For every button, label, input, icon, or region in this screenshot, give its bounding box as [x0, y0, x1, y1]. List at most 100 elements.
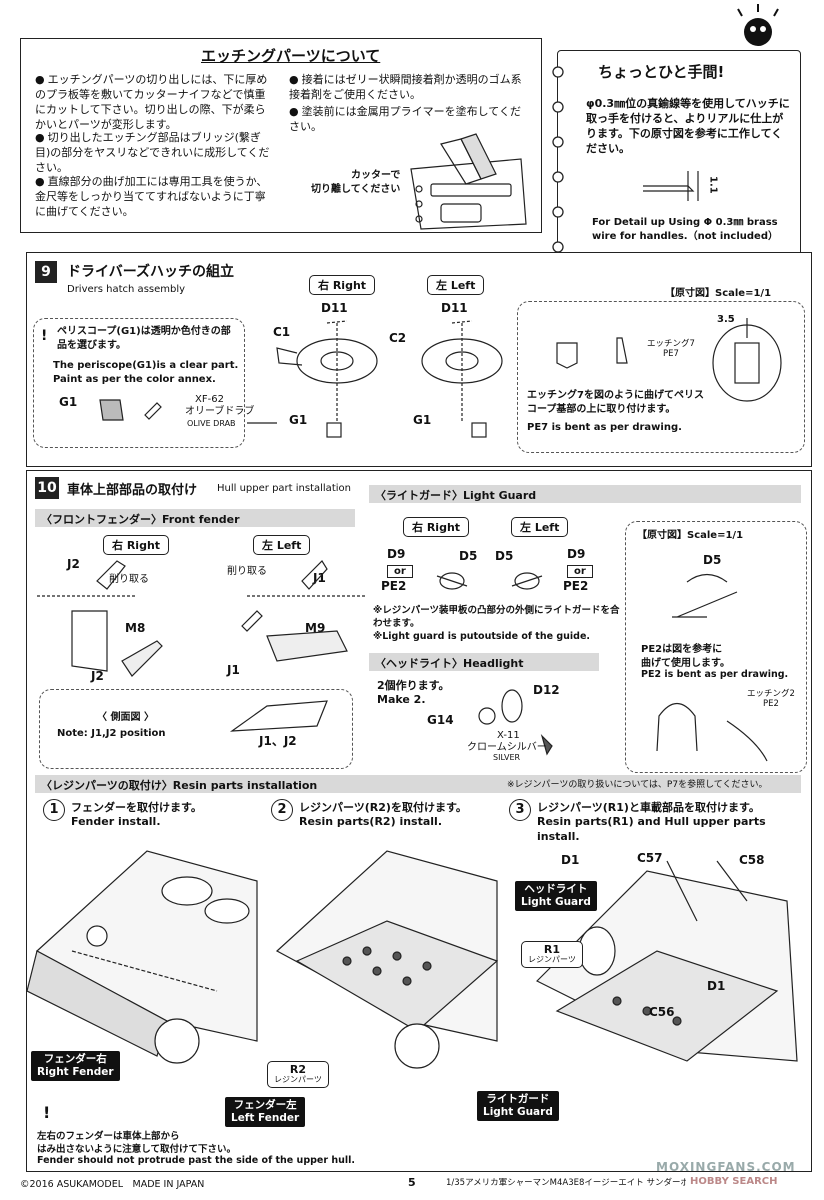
d5-scale-drawing [672, 573, 738, 618]
label-c2: C2 [389, 331, 407, 345]
tip-en: For Detail up Using Φ 0.3㎜ brass wire fo… [592, 217, 778, 242]
paint-code-10: X-11 [497, 730, 520, 741]
warning-icon: ! [41, 328, 48, 344]
label-d1-b: D1 [707, 979, 726, 993]
warning-icon-10: ! [43, 1103, 51, 1122]
label-c58: C58 [739, 853, 765, 867]
footer-watermark: MOXINGFANS.COM [656, 1160, 796, 1174]
sub-step-2: 2 [271, 799, 293, 821]
step9-title-en: Drivers hatch assembly [67, 284, 186, 295]
front-fender-header: 〈フロントフェンダー〉Front fender [35, 509, 355, 527]
label-m8: M8 [125, 621, 146, 635]
hull-drawing-3 [535, 860, 798, 1062]
tip-handle-diagram [643, 171, 699, 201]
etching-bullet-5: 塗装前には金属用プライマーを塗布してください。 [289, 105, 529, 135]
periscope-part-drawing [99, 399, 162, 421]
r1-callout: R1 レジンパーツ [521, 941, 583, 968]
fender-right-callout: フェンダー右 Right Fender [31, 1051, 120, 1082]
etching-notes-box: エッチングパーツについて エッチングパーツの切り出しには、下に厚めのプラ板等を敷… [20, 38, 542, 233]
pe2-note-jp: PE2は図を参考に曲げて使用します。 [641, 644, 730, 669]
paint-jp-10: クロームシルバー [467, 742, 547, 753]
paint-en-9: OLIVE DRAB [187, 419, 236, 428]
paint-en-10: SILVER [493, 753, 521, 762]
side-view-drawing [229, 700, 328, 732]
periscope-note-box [33, 318, 245, 448]
etching-title: エッチングパーツについて [201, 47, 381, 65]
headlight-callout: ヘッドライト Light Guard [515, 881, 597, 912]
pe2-scale-drawing [656, 702, 768, 762]
paint-code-9: XF-62 [195, 394, 224, 405]
or-l: or [567, 565, 593, 578]
label-d5-l: D5 [495, 549, 514, 563]
label-g1-l: G1 [413, 413, 432, 427]
pe2-note-en: PE2 is bent as per drawing. [641, 669, 789, 680]
cutter-illustration [410, 133, 527, 230]
tip-jp: φ0.3㎜位の真鍮線等を使用してハッチに取っ手を付けると、よりリアルに仕上がりま… [586, 97, 790, 155]
r1-label: R1 [543, 943, 560, 956]
fender-left-callout: フェンダー左 Left Fender [225, 1097, 306, 1128]
sub3-jp: レジンパーツ(R1)と車載部品を取付けます。 [537, 801, 760, 814]
label-d12: D12 [533, 683, 560, 697]
sub3-en: Resin parts(R1) and Hull upper parts ins… [537, 815, 766, 843]
side-view-parts: J1、J2 [259, 734, 297, 748]
sub1-jp: フェンダーを取付けます。 [71, 801, 202, 814]
label-pe2-r: PE2 [381, 579, 407, 593]
cutter-note: カッターで 切り離してください [311, 170, 401, 195]
hatch-left-tag: 左 Left [427, 275, 485, 295]
light-guard-callout: ライトガード Light Guard [477, 1091, 559, 1122]
scale-box-10 [625, 521, 807, 773]
tip-title: ちょっとひと手間! [598, 63, 725, 81]
label-m9: M9 [305, 621, 326, 635]
label-c1: C1 [273, 325, 291, 339]
r2-callout: R2 レジンパーツ [267, 1061, 329, 1088]
hatch-drawings [247, 320, 503, 438]
front-fender-drawings [37, 560, 367, 677]
footer-product: 1/35アメリカ軍シャーマンM4A3E8イージーエイト サンダーボルト7 [446, 1178, 686, 1188]
or-r: or [387, 565, 413, 578]
fender-warn-en: Fender should not protrude past the side… [37, 1155, 356, 1166]
r1-sub: レジンパーツ [528, 955, 576, 965]
cut-off-l: 削り取る [227, 566, 267, 577]
step9-box: 9 ドライバーズハッチの組立 Drivers hatch assembly ! … [26, 252, 812, 467]
step10-title-jp: 車体上部部品の取付け [67, 483, 198, 498]
scale-label-9: 【原寸図】Scale=1/1 [665, 288, 772, 299]
paint-jp-9: オリーブドラブ [185, 406, 255, 417]
pe2-scale-label: エッチング2 PE2 [747, 689, 795, 709]
label-j1-b: J1 [227, 663, 240, 677]
label-d9-l: D9 [567, 547, 586, 561]
cut-off-r: 削り取る [109, 574, 149, 585]
step10-box: 10 車体上部部品の取付け Hull upper part installati… [26, 470, 812, 1172]
footer-copyright: ©2016 ASUKAMODEL MADE IN JAPAN [20, 1179, 205, 1190]
label-c56: C56 [649, 1005, 675, 1019]
label-c57: C57 [637, 851, 663, 865]
light-guard-drawing [436, 572, 543, 590]
sub-step-1: 1 [43, 799, 65, 821]
etching-bullet-1: エッチングパーツの切り出しには、下に厚めのプラ板等を敷いてカッターナイフなどで慎… [35, 73, 275, 132]
hatch-right-tag: 右 Right [309, 275, 376, 295]
step9-number: 9 [35, 261, 57, 283]
etching-bullet-3: 直線部分の曲げ加工には専用工具を使うか、金尺等をしっかり当ててすればないように丁… [35, 175, 275, 220]
label-d11-r: D11 [321, 301, 348, 315]
pe7-note-en: PE7 is bent as per drawing. [527, 422, 682, 433]
pe7-note-jp: エッチング7を図のように曲げてペリスコープ基部の上に取り付けます。 [527, 390, 704, 415]
r2-sub: レジンパーツ [274, 1075, 322, 1085]
side-view-title: 〈 側面図 〉 [97, 712, 154, 723]
etching-bullet-4: 接着にはゼリー状瞬間接着剤か透明のゴム系接着剤をご使用ください。 [289, 73, 529, 103]
light-guard-header: 〈ライトガード〉Light Guard [369, 485, 801, 503]
r2-label: R2 [289, 1063, 306, 1076]
side-view-box [39, 689, 353, 769]
pe7-diagram [556, 318, 782, 402]
headlight-header: 〈ヘッドライト〉Headlight [369, 653, 599, 671]
sub2-jp: レジンパーツ(R2)を取付けます。 [299, 801, 467, 814]
make2-en: Make 2. [377, 693, 426, 706]
fender-left-tag: 左 Left [253, 535, 311, 555]
mascot-icon [737, 4, 779, 46]
label-j2-a: J2 [67, 557, 80, 571]
label-d5-scale: D5 [703, 553, 722, 567]
footer-page: 5 [408, 1176, 416, 1189]
sub-step-3: 3 [509, 799, 531, 821]
scale-box-9 [517, 301, 805, 453]
pe7-label: エッチング7 PE7 [647, 339, 695, 359]
label-d1-a: D1 [561, 853, 580, 867]
step10-number: 10 [35, 477, 59, 499]
